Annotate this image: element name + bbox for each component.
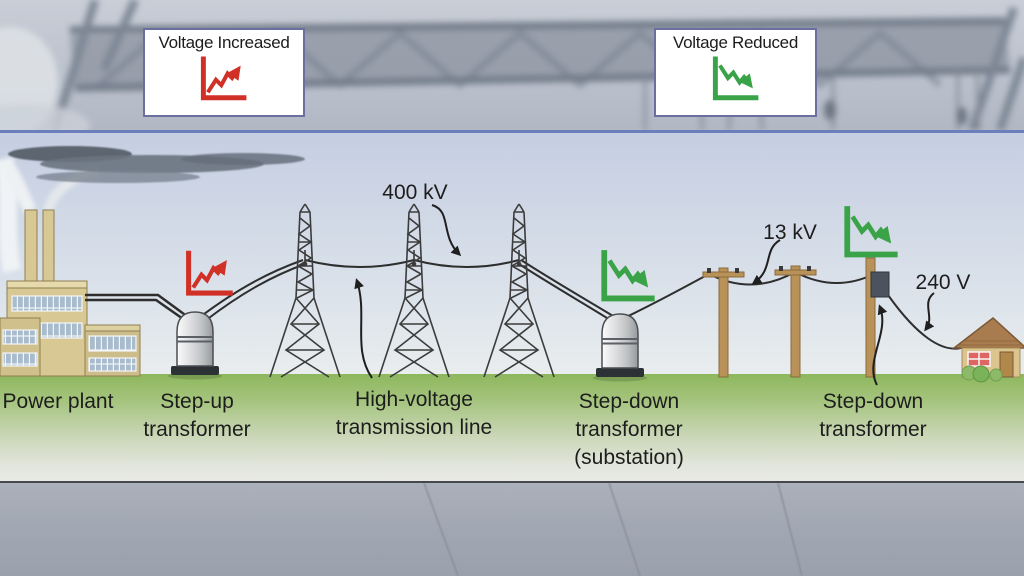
voltage-rise-chart-icon [198,53,250,103]
stage-label-power-plant: Power plant [3,390,114,413]
house-figure [951,317,1024,383]
stage-label-step-up-1: Step-up [160,390,234,413]
tower-to-substation-wire [520,259,619,320]
bush [972,365,990,383]
step-up-transformer-figure [170,311,220,376]
storm-clouds [8,146,305,183]
utility-pole-1 [718,267,729,378]
stage-label-hv-line-2: transmission line [336,416,492,439]
pole-transformer-box [870,271,890,298]
power-plant-figure [0,209,141,377]
stage-label-step-up-2: transformer [143,418,250,441]
voltage-drop-chart-icon [710,53,762,103]
arrow-13kv [751,239,781,285]
utility-poles [702,257,890,378]
house-door [999,351,1014,378]
utility-pole-3 [865,257,876,378]
plant-windows [11,295,83,312]
diagram-band: 400 kV 13 kV 240 V Power plant Step-up t… [0,130,1024,483]
chimney-right [42,209,55,286]
voltage-increased-callout: Voltage Increased [143,28,305,117]
bush [989,368,1003,382]
plant-left-annex [0,317,41,377]
stage-label-substation-1: Step-down [579,390,679,413]
stage-label-substation-3: (substation) [574,446,684,469]
arrow-transmission-line [354,278,373,379]
voltage-reduced-callout: Voltage Reduced [654,28,817,117]
background-photo-top: Voltage Increased Voltage Reduced [0,0,1024,130]
label-400kv: 400 kV [382,181,447,204]
voltage-increased-label: Voltage Increased [158,33,290,52]
utility-pole-2 [790,265,801,378]
grass-ground [0,374,1024,481]
background-photo-bottom [0,483,1024,576]
arrow-240v [924,292,935,332]
step-down-substation-figure [595,313,645,378]
plant-output-duct [85,293,189,319]
stage-label-pole-transformer-2: transformer [819,418,926,441]
label-240v: 240 V [916,271,971,294]
annotation-arrows [354,204,935,386]
blurred-pylon-photo-bottom [423,483,803,576]
arrow-pole-transformer [872,304,888,386]
stage-label-hv-line-1: High-voltage [355,388,473,411]
stage-label-pole-transformer-1: Step-down [823,390,923,413]
label-13kv: 13 kV [763,221,817,244]
arrow-400kv [431,204,462,257]
chimney-left [24,209,38,286]
stepup-to-tower-wire [199,259,304,318]
stage-label-substation-2: transformer [575,418,682,441]
voltage-reduced-label: Voltage Reduced [673,33,798,52]
